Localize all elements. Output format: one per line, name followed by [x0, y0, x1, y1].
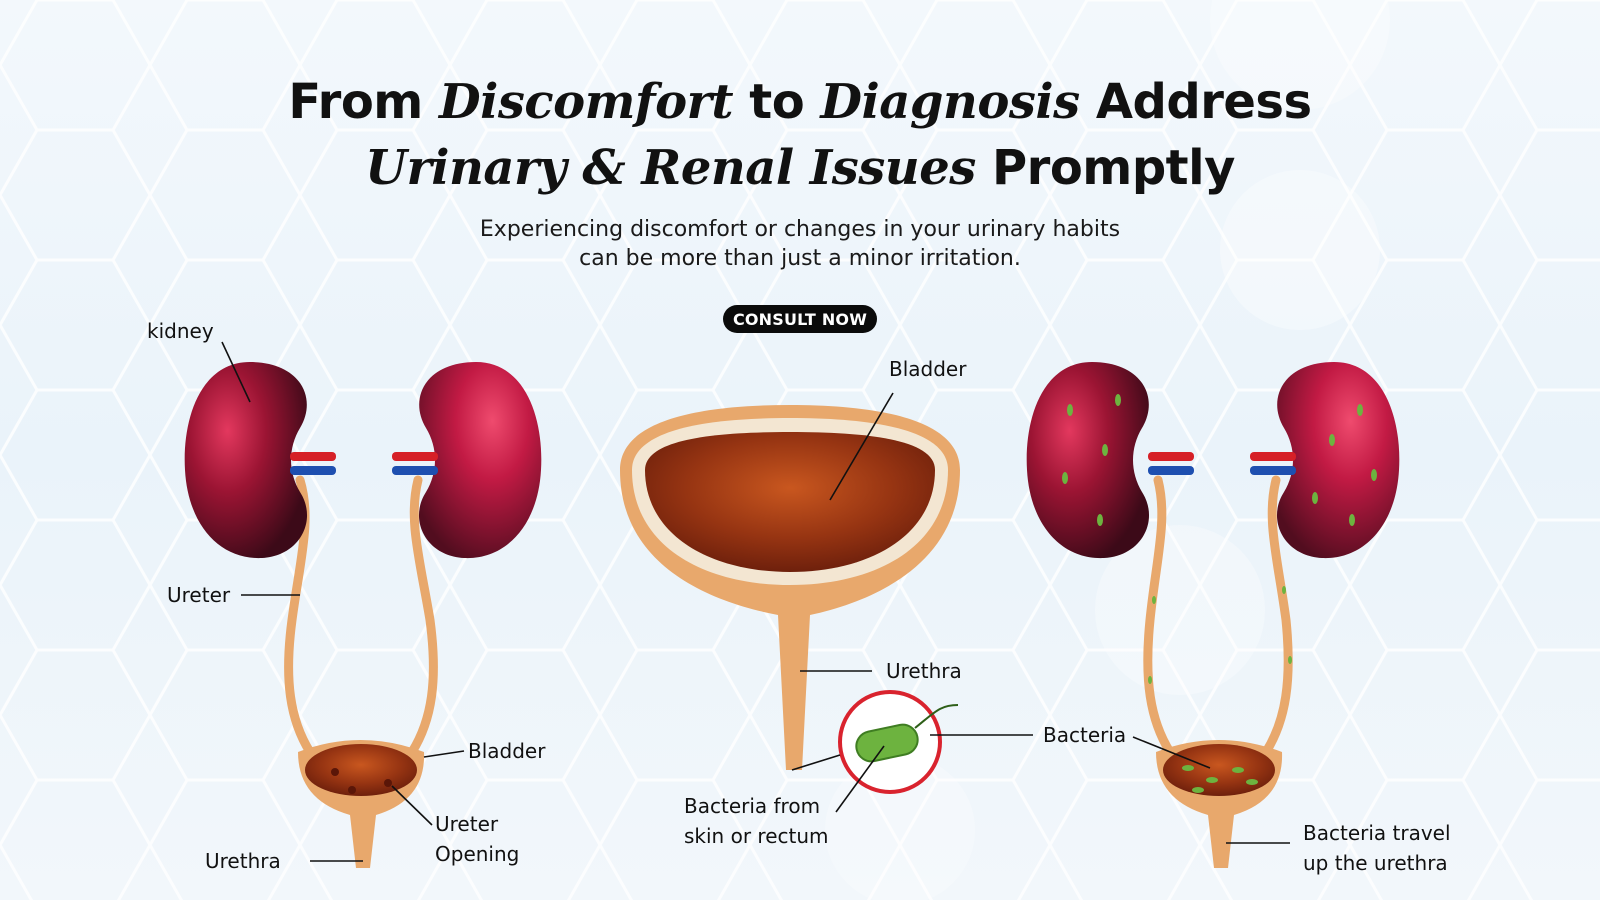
left-ureter: [1143, 475, 1175, 757]
renal-artery: [290, 452, 336, 461]
label-bacteria: Bacteria: [1043, 723, 1127, 747]
headline-word: From: [288, 74, 440, 130]
subtitle-line-1: Experiencing discomfort or changes in yo…: [479, 217, 1121, 242]
bladder-interior: [645, 432, 935, 572]
subtitle-line-2: can be more than just a minor irritation…: [579, 246, 1021, 271]
label-bacteria-travel-line-2: up the urethra: [1303, 851, 1448, 875]
bacterium: [855, 723, 919, 763]
right-kidney: [418, 362, 542, 559]
label-bacteria-travel-line-1: Bacteria travel: [1303, 821, 1451, 845]
headline-word-emphasis: Urinary & Renal Issues: [365, 140, 976, 196]
label-urethra-center: Urethra: [886, 659, 962, 683]
headline-word: to: [733, 74, 821, 130]
bacteria-cluster: [1062, 394, 1377, 684]
leader-lines: [221, 341, 1290, 862]
headline-word-emphasis: Diagnosis: [820, 74, 1080, 130]
renal-artery: [392, 452, 438, 461]
renal-vein: [290, 466, 336, 475]
large-bladder-diagram: [620, 405, 960, 794]
consult-now-button[interactable]: CONSULT NOW: [723, 305, 877, 333]
left-kidney-infected: [1026, 362, 1150, 559]
right-ureter: [407, 475, 438, 757]
label-ureter-opening-line-2: Opening: [435, 842, 520, 866]
label-ureter-opening-line-1: Ureter: [435, 812, 499, 836]
healthy-urinary-system: [184, 362, 542, 868]
label-bacteria-source-line-1: Bacteria from: [684, 794, 821, 818]
right-ureter: [1261, 475, 1293, 757]
renal-vein: [392, 466, 438, 475]
label-bladder-center: Bladder: [889, 357, 967, 381]
label-bacteria-source-line-2: skin or rectum: [684, 824, 829, 848]
headline-word-emphasis: Discomfort: [439, 74, 734, 130]
headline-line-2: Urinary & Renal Issues Promptly: [0, 140, 1600, 196]
label-ureter: Ureter: [167, 583, 231, 607]
infected-urinary-system: [1026, 362, 1400, 868]
right-kidney-infected: [1276, 362, 1400, 559]
label-kidney: kidney: [147, 319, 214, 343]
headline-word: Address: [1079, 74, 1312, 130]
headline-word: Promptly: [975, 140, 1235, 196]
label-urethra-left: Urethra: [205, 849, 281, 873]
label-bladder-left: Bladder: [468, 739, 546, 763]
headline-line-1: From Discomfort to Diagnosis Address: [0, 74, 1600, 130]
left-kidney: [184, 362, 308, 559]
small-bladder-inner: [305, 744, 417, 796]
